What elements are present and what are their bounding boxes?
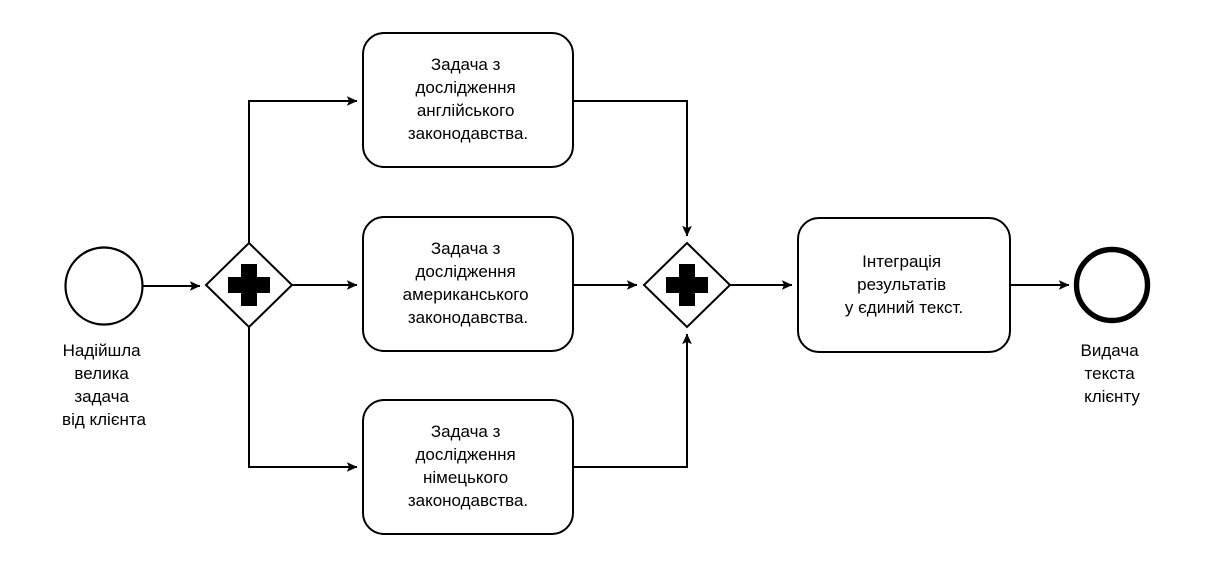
- end-event-label: Видача текста клієнту: [1081, 341, 1144, 406]
- flow-split-to-german-task: [248, 327, 358, 472]
- task-german-law-label: Задача з дослідження німецького законода…: [408, 422, 528, 510]
- task-american-law[interactable]: [362, 216, 574, 352]
- flow-split-to-english-task: [248, 96, 358, 243]
- end-event-circle[interactable]: [1073, 246, 1151, 324]
- task-english-law[interactable]: [362, 32, 574, 168]
- task-english-law-label: Задача з дослідження англійського законо…: [408, 55, 528, 143]
- task-german-law[interactable]: [362, 399, 574, 535]
- task-integration-label: Інтеграція результатів у єдиний текст.: [845, 252, 963, 317]
- parallel-gateway-plus-icon: [666, 264, 708, 306]
- flow-german-task-to-join: [573, 333, 692, 468]
- start-event-label: Надійшла велика задача від клієнта: [62, 341, 146, 429]
- parallel-gateway-plus-icon: [228, 264, 270, 306]
- task-american-law-label: Задача з дослідження американського зако…: [403, 239, 534, 327]
- flow-english-task-to-join: [573, 100, 692, 237]
- start-event-circle[interactable]: [64, 246, 144, 326]
